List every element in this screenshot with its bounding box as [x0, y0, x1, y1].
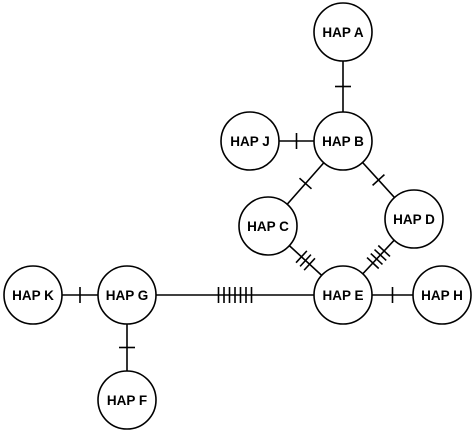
mutation-tick	[299, 254, 312, 267]
node-circle	[313, 265, 373, 325]
mutation-tick	[303, 257, 316, 271]
nodes-layer: HAP A HAP B HAP C HAP D HAP E HAP F HAP G HAP H…	[3, 2, 472, 430]
node-label: HAP J	[230, 134, 270, 149]
mutation-tick	[377, 244, 391, 258]
node-label: HAP F	[107, 393, 147, 408]
node-circle	[412, 265, 472, 325]
node-circle	[97, 265, 157, 325]
node-label: HAP G	[106, 288, 149, 303]
node-circle	[97, 370, 157, 430]
node-circle	[238, 196, 298, 256]
haplotype-node-j: HAP J	[220, 111, 280, 171]
haplotype-node-h: HAP H	[412, 265, 472, 325]
node-circle	[384, 189, 444, 249]
edge-g-e	[127, 287, 343, 303]
haplotype-node-e: HAP E	[313, 265, 373, 325]
mutation-tick	[366, 256, 380, 270]
mutation-tick	[373, 248, 387, 262]
haplotype-node-k: HAP K	[3, 265, 63, 325]
haplotype-node-b: HAP B	[313, 111, 373, 171]
node-circle	[313, 2, 373, 62]
node-label: HAP H	[421, 288, 463, 303]
node-label: HAP A	[322, 25, 364, 40]
node-label: HAP D	[393, 212, 435, 227]
haplotype-node-c: HAP C	[238, 196, 298, 256]
node-label: HAP C	[247, 219, 289, 234]
node-label: HAP K	[12, 288, 54, 303]
node-label: HAP B	[322, 134, 364, 149]
node-circle	[313, 111, 373, 171]
haplotype-node-g: HAP G	[97, 265, 157, 325]
haplotype-node-f: HAP F	[97, 370, 157, 430]
mutation-tick	[298, 177, 313, 190]
mutation-tick	[370, 252, 384, 266]
node-label: HAP E	[322, 288, 363, 303]
edges-layer	[33, 32, 442, 400]
haplotype-node-a: HAP A	[313, 2, 373, 62]
node-circle	[3, 265, 63, 325]
mutation-tick	[372, 174, 385, 186]
node-circle	[220, 111, 280, 171]
haplotype-node-d: HAP D	[384, 189, 444, 249]
mutation-tick	[295, 250, 308, 264]
